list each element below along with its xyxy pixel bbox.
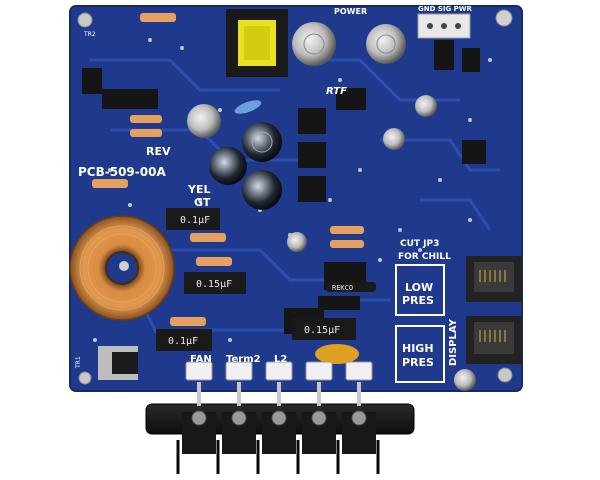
for-chill-label: FOR CHILL	[398, 252, 451, 262]
fan-label: FAN	[190, 354, 212, 365]
rj-connector	[466, 316, 522, 364]
svg-text:0.15µF: 0.15µF	[196, 279, 232, 290]
voltage-regulator	[98, 346, 138, 380]
rev-label: REV	[146, 145, 171, 158]
electrolytic-capacitor	[292, 22, 336, 66]
l2-label: L2	[274, 354, 287, 365]
electrolytic-capacitor	[187, 104, 221, 138]
high-pres-label-2: PRES	[402, 356, 434, 369]
silk-box-low-pres	[395, 264, 445, 316]
film-capacitor: 0.1µF	[156, 329, 212, 351]
gt-label: GT	[194, 196, 211, 209]
silk-box-high-pres	[395, 325, 445, 383]
rj-connector	[466, 256, 522, 302]
small-capacitor	[287, 95, 476, 391]
electrolytic-capacitor	[242, 170, 282, 210]
terminal-pads	[185, 361, 373, 381]
toroid-inductor	[69, 215, 175, 321]
film-capacitor: 0.1µF	[166, 208, 220, 230]
mounting-hole	[497, 367, 513, 383]
gnd-sig-pwr-label: GND SIG PWR	[418, 5, 473, 13]
svg-text:0.1µF: 0.1µF	[168, 336, 198, 347]
board-id-label: PCB-509-00A	[78, 165, 166, 179]
high-pres-label-1: HIGH	[402, 342, 434, 355]
cut-jp3-label: CUT JP3	[400, 239, 439, 249]
screw-terminal-strip	[145, 382, 415, 474]
film-capacitor: 0.15µF	[184, 272, 246, 294]
yel-label: YEL	[187, 183, 211, 196]
svg-text:0.15µF: 0.15µF	[304, 325, 340, 336]
low-pres-label-1: LOW	[405, 281, 433, 294]
film-capacitor: 0.15µF	[292, 318, 356, 340]
disc-capacitor	[315, 344, 359, 364]
sensor-header	[417, 13, 471, 39]
svg-text:0.1µF: 0.1µF	[180, 215, 210, 226]
resistors: REKCO	[92, 13, 376, 326]
mounting-hole	[78, 371, 92, 385]
disc-capacitor	[234, 100, 262, 114]
display-label: DISPLAY	[448, 318, 459, 366]
term2-label: Term2	[226, 354, 261, 365]
pcb-board	[69, 5, 523, 392]
low-pres-label-2: PRES	[402, 294, 434, 307]
electrolytic-capacitor	[242, 122, 282, 162]
electrolytic-capacitor	[366, 24, 406, 64]
electrolytic-capacitor	[209, 147, 247, 185]
transformer	[226, 9, 288, 77]
rtf-label: RTF	[326, 86, 347, 97]
tr2-label: TR2	[83, 31, 96, 38]
mounting-hole	[495, 9, 513, 27]
tr1-label: TR1	[75, 356, 82, 369]
mounting-hole	[77, 12, 93, 28]
power-label: POWER	[334, 7, 367, 16]
svg-text:REKCO: REKCO	[332, 284, 353, 292]
